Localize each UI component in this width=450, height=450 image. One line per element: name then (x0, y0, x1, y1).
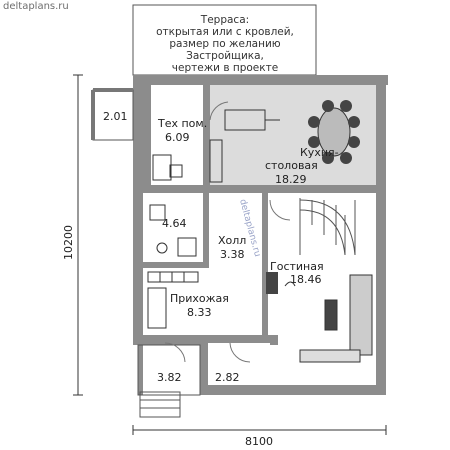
fireplace (266, 272, 296, 294)
tech-equipment (152, 154, 183, 181)
kitchen-area: 18.29 (275, 173, 307, 186)
terrace-note: Терраса: открытая или с кровлей, размер … (156, 14, 294, 74)
site-name: deltaplans.ru (3, 1, 69, 12)
bath-fixtures (149, 204, 197, 257)
vestibule-outline (137, 344, 201, 396)
sofa (299, 274, 373, 363)
entry-area: 8.33 (187, 306, 212, 319)
bath-area: 4.64 (162, 217, 187, 230)
hall-name: Холл (218, 234, 246, 247)
staircase (299, 198, 356, 256)
height-dimension: 10200 (62, 225, 75, 260)
kitchen-name-1: Кухня- (300, 146, 339, 159)
terrace-outline (132, 4, 317, 76)
kitchen-name-2: столовая (265, 159, 318, 172)
entry-bench (147, 271, 199, 329)
dining-table (308, 100, 360, 164)
storage-top-area: 2.01 (103, 110, 128, 123)
dimension-lines (73, 74, 387, 435)
hall-area: 3.38 (220, 248, 245, 261)
living-name: Гостиная (270, 260, 324, 273)
tech-name: Тех пом. (157, 117, 207, 130)
entry-steps (139, 391, 181, 418)
entry-name: Прихожая (170, 292, 229, 305)
width-dimension: 8100 (245, 435, 273, 448)
inner-walls (143, 85, 376, 390)
storage-bottom-area: 2.82 (215, 371, 240, 384)
tech-area: 6.09 (165, 131, 190, 144)
kitchen-counter (209, 109, 280, 183)
vestibule-area: 3.82 (157, 371, 182, 384)
door-swings (164, 101, 291, 363)
living-area: 18.46 (290, 273, 322, 286)
